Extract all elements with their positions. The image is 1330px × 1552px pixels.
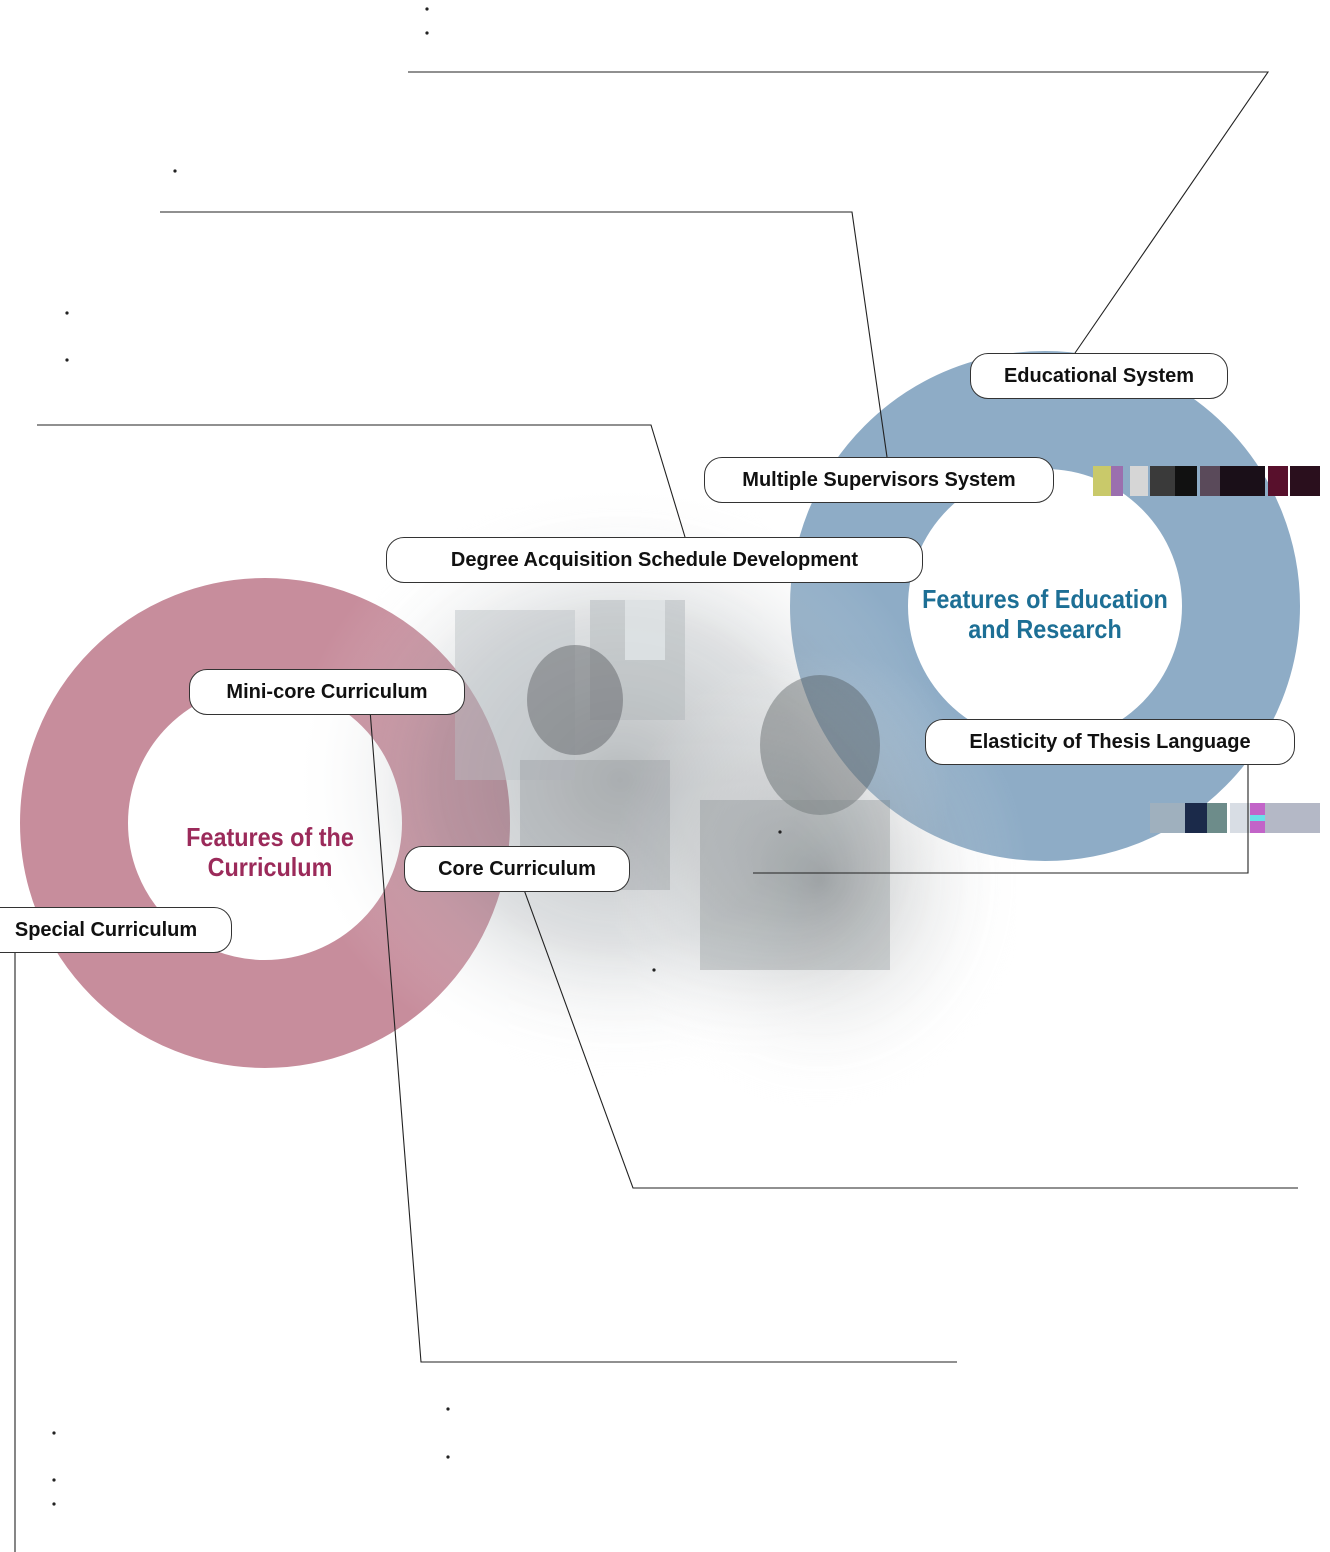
special-curriculum-label[interactable]: Special Curriculum (0, 907, 232, 953)
connector-thesis-language (753, 760, 1249, 874)
curriculum-title-line2: Curriculum (207, 852, 333, 882)
mini-core-curriculum-label[interactable]: Mini-core Curriculum (189, 669, 465, 715)
connector-core-curriculum (522, 886, 1298, 1189)
connector-mini-core (369, 709, 957, 1363)
education-title-line2: and Research (968, 614, 1122, 644)
bullet-dots (52, 7, 782, 1506)
core-curriculum-label[interactable]: Core Curriculum (404, 846, 630, 892)
glitch-strip-bottom (1150, 803, 1320, 833)
connector-multiple-supervisors (160, 211, 888, 458)
background-photo (290, 480, 1030, 1110)
curriculum-title: Features of the Curriculum (162, 822, 378, 882)
education-title-line1: Features of Education (922, 584, 1168, 614)
curriculum-title-line1: Features of the (186, 822, 354, 852)
connector-degree-schedule (37, 424, 686, 538)
multiple-supervisors-label[interactable]: Multiple Supervisors System (704, 457, 1054, 503)
connector-educational-system (408, 71, 1270, 354)
glitch-strip-top (1093, 466, 1320, 496)
education-title: Features of Education and Research (906, 584, 1185, 644)
thesis-language-label[interactable]: Elasticity of Thesis Language (925, 719, 1295, 765)
degree-schedule-label[interactable]: Degree Acquisition Schedule Development (386, 537, 923, 583)
educational-system-label[interactable]: Educational System (970, 353, 1228, 399)
connector-lines (14, 71, 1298, 1552)
